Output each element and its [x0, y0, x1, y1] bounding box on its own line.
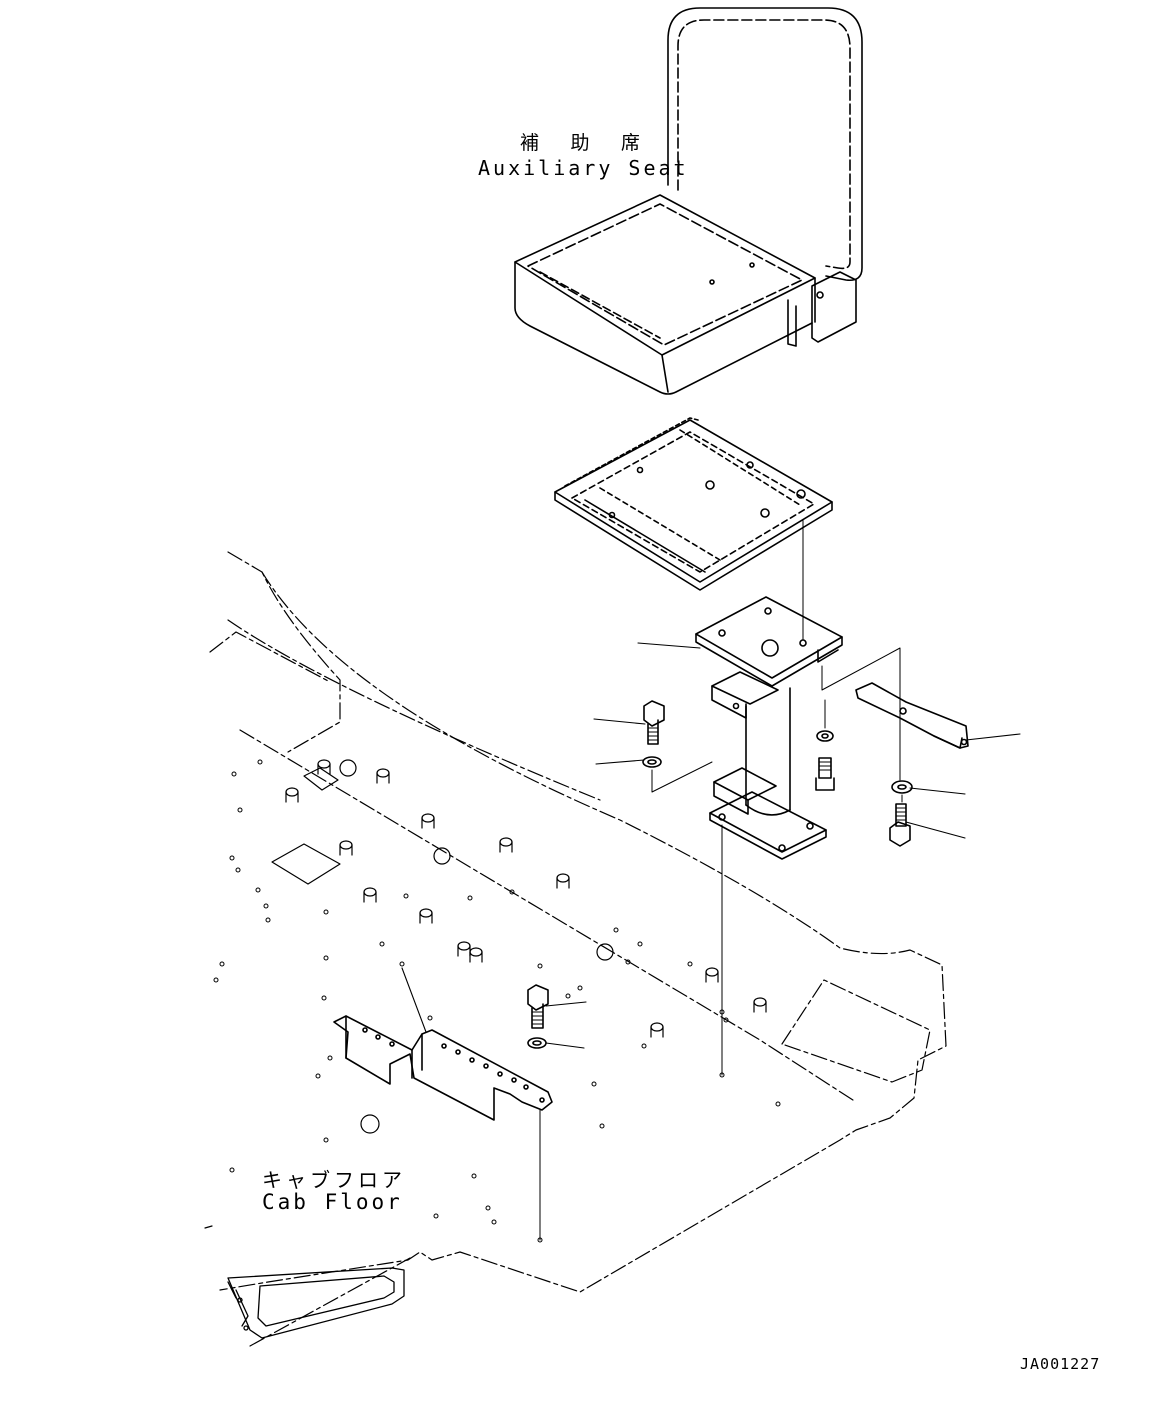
seat-mount-plate — [554, 417, 833, 591]
drawing-code: JA001227 — [1020, 1355, 1101, 1373]
foot-rest — [333, 1015, 553, 1121]
leader-lines — [401, 642, 1021, 1049]
washer-right — [891, 780, 913, 794]
stay-bracket — [855, 682, 969, 749]
washer-middle — [816, 730, 834, 742]
cab-floor — [204, 551, 947, 1347]
auxiliary-seat — [514, 7, 863, 395]
auxiliary-seat-label: Auxiliary Seat — [478, 156, 689, 180]
washer-bottom — [527, 1037, 547, 1049]
bolt-left — [643, 700, 665, 745]
bolt-bottom — [527, 984, 549, 1029]
floor-hardware — [271, 759, 767, 1134]
bolt-right — [889, 803, 911, 847]
cab-floor-frame — [227, 1267, 405, 1339]
washer-left — [642, 756, 662, 768]
bolt-middle — [815, 757, 835, 791]
floor-small-holes — [213, 759, 781, 1243]
seat-pedestal — [695, 596, 843, 860]
cab-floor-label-jp: キャブフロア — [262, 1168, 406, 1192]
auxiliary-seat-label-jp: 補 助 席 — [520, 132, 650, 154]
cab-floor-label: Cab Floor — [262, 1190, 403, 1214]
assembly-lines — [539, 647, 903, 1241]
